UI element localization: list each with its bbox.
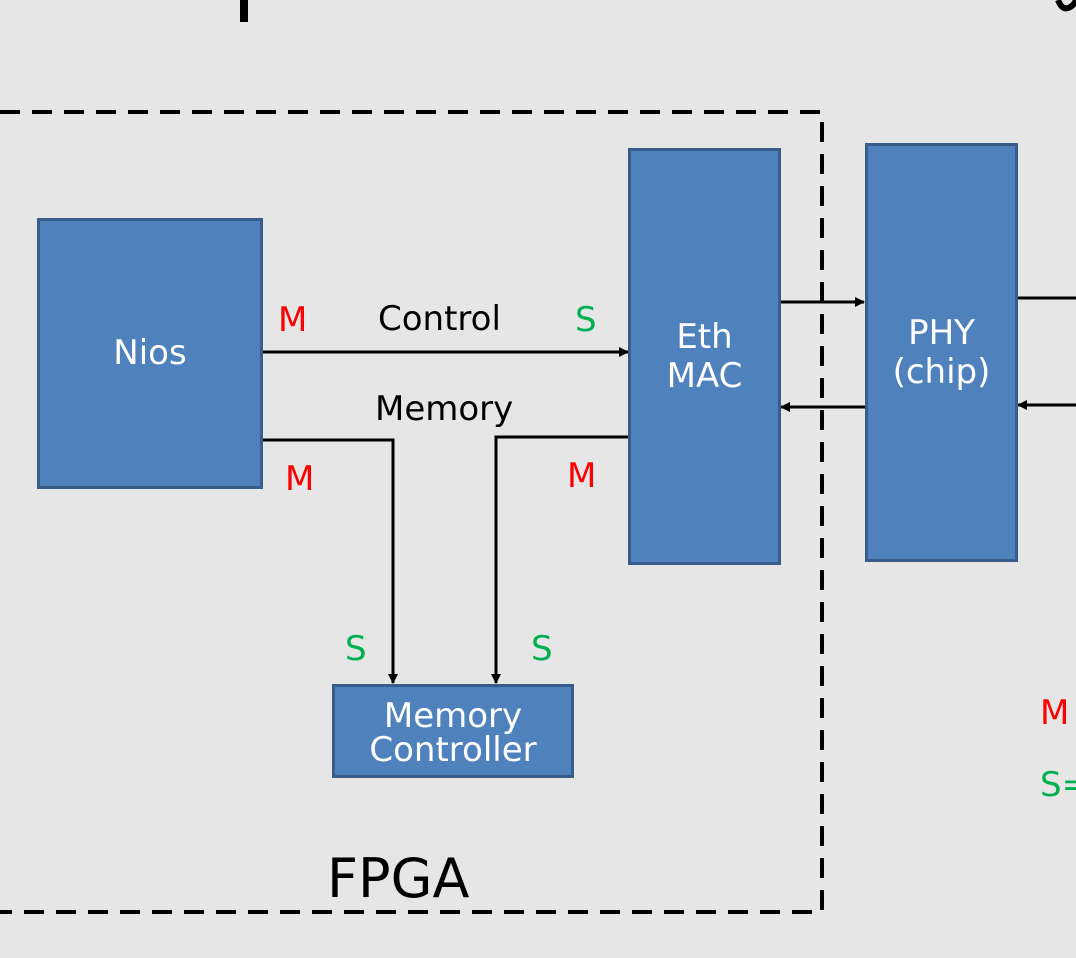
phy-block: PHY (chip) (865, 143, 1018, 562)
title-fragment-right (1055, 0, 1076, 12)
mac-memory-master-label: M (567, 456, 597, 496)
memctrl-slave-label-2: S (531, 629, 553, 669)
memory-label: Memory (375, 389, 514, 429)
mac-memory-arrow (491, 435, 632, 684)
control-label: Control (378, 299, 501, 339)
legend-slave: S= (1040, 765, 1076, 805)
fpga-label: FPGA (327, 847, 470, 910)
fpga-boundary (0, 110, 824, 914)
legend-master: M (1040, 693, 1070, 733)
eth-mac-block: Eth MAC (628, 148, 781, 565)
mac-control-slave-label: S (575, 300, 597, 340)
nios-memory-arrow (258, 438, 398, 684)
nios-memory-master-label: M (285, 459, 315, 499)
memory-controller-block: Memory Controller (332, 684, 574, 778)
title-fragment-left (240, 0, 248, 22)
memctrl-slave-label-1: S (345, 629, 367, 669)
nios-control-master-label: M (278, 300, 308, 340)
nios-block: Nios (37, 218, 263, 489)
